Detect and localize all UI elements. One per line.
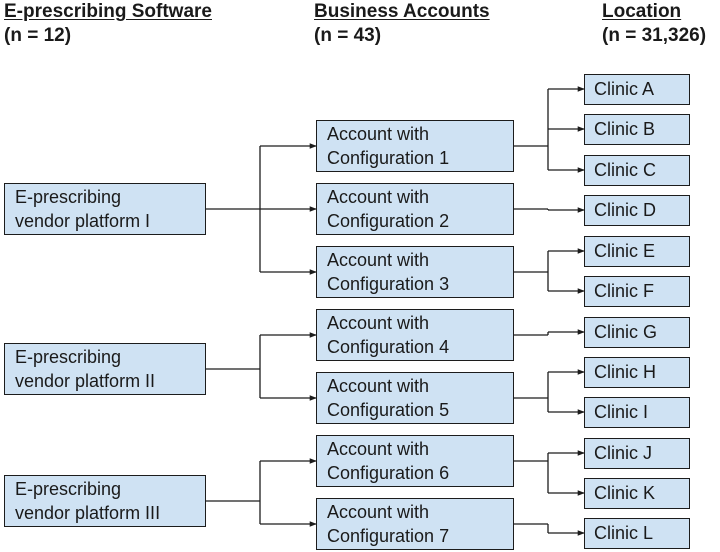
account-box-line1: Account with (327, 250, 430, 270)
header-location-title: Location (602, 1, 682, 22)
clinic-label: Clinic F (594, 281, 655, 301)
header-location: Location (n = 31,326) (602, 0, 706, 48)
account-box-line2: Configuration 6 (327, 463, 450, 483)
clinic-label: Clinic G (594, 322, 658, 342)
account-box-line1: Account with (327, 376, 430, 396)
clinic-label: Clinic L (594, 523, 654, 543)
clinic-label: Clinic H (594, 362, 657, 382)
connector-vendor-1 (206, 143, 317, 275)
account-box-line2: Configuration 2 (327, 211, 450, 231)
header-software: E-prescribing Software (n = 12) (4, 0, 212, 48)
account-box-6: Account with Configuration 6 (316, 435, 514, 487)
clinic-label: Clinic C (594, 160, 657, 180)
vendor-box-line1: E-prescribing (15, 479, 122, 499)
clinic-label: Clinic E (594, 241, 656, 261)
clinic-label: Clinic D (594, 200, 657, 220)
header-software-title: E-prescribing Software (4, 1, 212, 22)
account-box-line1: Account with (327, 187, 430, 207)
clinic-label: Clinic J (594, 443, 653, 463)
account-box-3: Account with Configuration 3 (316, 246, 514, 298)
clinic-label: Clinic B (594, 119, 656, 139)
clinic-box-j: Clinic J (584, 438, 690, 469)
clinic-box-a: Clinic A (584, 74, 690, 105)
connector-account-6 (514, 450, 585, 496)
account-box-line2: Configuration 4 (327, 337, 450, 357)
account-box-line2: Configuration 7 (327, 526, 450, 546)
header-accounts-count: (n = 43) (314, 25, 382, 46)
clinic-box-d: Clinic D (584, 195, 690, 226)
header-location-count: (n = 31,326) (602, 25, 707, 46)
connector-account-4 (514, 329, 585, 336)
vendor-box-line2: vendor platform III (15, 503, 161, 523)
clinic-box-h: Clinic H (584, 357, 690, 388)
account-box-line2: Configuration 1 (327, 148, 450, 168)
vendor-box-2: E-prescribing vendor platform II (4, 343, 206, 395)
account-box-5: Account with Configuration 5 (316, 372, 514, 424)
clinic-box-g: Clinic G (584, 317, 690, 348)
account-box-2: Account with Configuration 2 (316, 183, 514, 235)
vendor-box-1: E-prescribing vendor platform I (4, 183, 206, 235)
clinic-box-f: Clinic F (584, 276, 690, 307)
vendor-box-line1: E-prescribing (15, 187, 122, 207)
vendor-box-line1: E-prescribing (15, 347, 122, 367)
account-box-line1: Account with (327, 502, 430, 522)
connector-vendor-2 (206, 332, 317, 401)
account-box-line1: Account with (327, 313, 430, 333)
vendor-box-3: E-prescribing vendor platform III (4, 475, 206, 527)
account-box-line1: Account with (327, 439, 430, 459)
connector-account-5 (514, 369, 585, 415)
clinic-box-c: Clinic C (584, 155, 690, 186)
clinic-label: Clinic K (594, 483, 656, 503)
clinic-label: Clinic I (594, 402, 649, 422)
header-software-count: (n = 12) (4, 25, 72, 46)
connector-account-1 (514, 86, 585, 173)
clinic-box-l: Clinic L (584, 518, 690, 549)
account-box-1: Account with Configuration 1 (316, 120, 514, 172)
header-accounts-title: Business Accounts (314, 1, 490, 22)
connector-account-3 (514, 248, 585, 294)
clinic-label: Clinic A (594, 79, 655, 99)
account-box-7: Account with Configuration 7 (316, 498, 514, 550)
clinic-box-b: Clinic B (584, 114, 690, 145)
vendor-box-line2: vendor platform II (15, 371, 156, 391)
account-box-line2: Configuration 3 (327, 274, 450, 294)
account-box-line2: Configuration 5 (327, 400, 450, 420)
connector-vendor-3 (206, 458, 317, 527)
account-box-4: Account with Configuration 4 (316, 309, 514, 361)
vendor-box-line2: vendor platform I (15, 211, 151, 231)
clinic-box-i: Clinic I (584, 397, 690, 428)
connector-account-7 (514, 523, 585, 536)
clinic-box-k: Clinic K (584, 478, 690, 509)
connector-account-2 (514, 207, 585, 213)
account-box-line1: Account with (327, 124, 430, 144)
clinic-box-e: Clinic E (584, 236, 690, 267)
header-accounts: Business Accounts (n = 43) (314, 0, 490, 48)
